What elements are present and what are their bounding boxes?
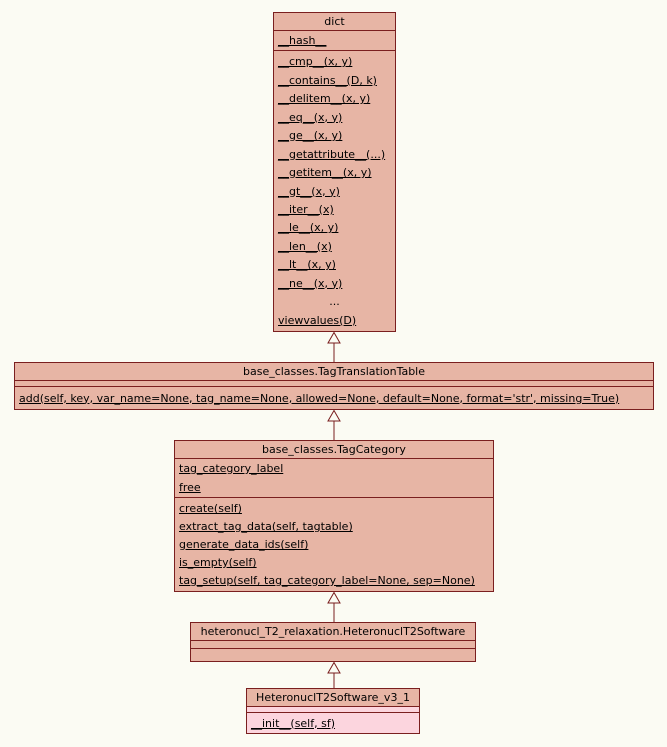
inheritance-arrow-1: [327, 332, 341, 362]
attributes-section: tag_category_label free: [175, 458, 493, 497]
method-row[interactable]: __contains__(D, k): [278, 73, 377, 87]
class-title[interactable]: heteronucl_T2_relaxation.HeteronuclT2Sof…: [200, 625, 466, 638]
inheritance-arrow-3: [327, 592, 341, 622]
method-row[interactable]: extract_tag_data(self, tagtable): [179, 520, 353, 533]
method-row[interactable]: __lt__(x, y): [278, 258, 336, 272]
method-row[interactable]: __getitem__(x, y): [278, 166, 372, 180]
attribute-row[interactable]: tag_category_label: [179, 462, 284, 475]
method-row[interactable]: __len__(x): [278, 239, 332, 253]
methods-section: create(self) extract_tag_data(self, tagt…: [175, 497, 493, 591]
method-row[interactable]: tag_setup(self, tag_category_label=None,…: [179, 574, 475, 587]
method-row[interactable]: generate_data_ids(self): [179, 538, 309, 551]
method-row[interactable]: __init__(self, sf): [251, 716, 336, 730]
method-row[interactable]: __iter__(x): [278, 202, 334, 216]
method-row[interactable]: is_empty(self): [179, 556, 257, 569]
class-box-dict: dict __hash__ __cmp__(x, y) __contains__…: [273, 12, 396, 332]
class-box-heteronucl-t2-software-v3-1: HeteronuclT2Software_v3_1 __init__(self,…: [246, 688, 420, 734]
methods-section: __init__(self, sf): [247, 712, 419, 733]
method-row[interactable]: create(self): [179, 502, 242, 515]
ellipsis-row: ...: [329, 295, 340, 309]
method-row[interactable]: __le__(x, y): [278, 221, 339, 235]
attribute-row[interactable]: free: [179, 481, 201, 494]
class-box-tag-translation-table: base_classes.TagTranslationTable add(sel…: [14, 362, 654, 410]
method-row[interactable]: __ge__(x, y): [278, 129, 343, 143]
method-row[interactable]: __cmp__(x, y): [278, 55, 353, 69]
attributes-section-empty: [15, 380, 653, 386]
class-title[interactable]: HeteronuclT2Software_v3_1: [256, 691, 410, 704]
method-row[interactable]: __eq__(x, y): [278, 110, 343, 124]
attributes-section: __hash__: [274, 30, 395, 50]
class-box-heteronucl-t2-software: heteronucl_T2_relaxation.HeteronuclT2Sof…: [190, 622, 476, 662]
attributes-section-empty: [191, 640, 475, 648]
method-row[interactable]: __gt__(x, y): [278, 184, 340, 198]
attribute-row[interactable]: __hash__: [278, 34, 327, 47]
method-row[interactable]: __ne__(x, y): [278, 276, 343, 290]
methods-section: add(self, key, var_name=None, tag_name=N…: [15, 386, 653, 409]
inheritance-arrow-2: [327, 410, 341, 440]
class-box-tag-category: base_classes.TagCategory tag_category_la…: [174, 440, 494, 592]
class-title[interactable]: dict: [324, 15, 345, 28]
attributes-section-empty: [247, 706, 419, 712]
method-row[interactable]: add(self, key, var_name=None, tag_name=N…: [19, 391, 620, 405]
class-title[interactable]: base_classes.TagCategory: [262, 443, 406, 456]
class-title[interactable]: base_classes.TagTranslationTable: [242, 365, 426, 378]
method-row[interactable]: __delitem__(x, y): [278, 92, 371, 106]
methods-section: __cmp__(x, y) __contains__(D, k) __delit…: [274, 50, 395, 331]
method-row[interactable]: viewvalues(D): [278, 313, 357, 327]
inheritance-arrow-4: [327, 662, 341, 688]
methods-section-empty: [191, 648, 475, 661]
method-row[interactable]: __getattribute__(...): [278, 147, 386, 161]
